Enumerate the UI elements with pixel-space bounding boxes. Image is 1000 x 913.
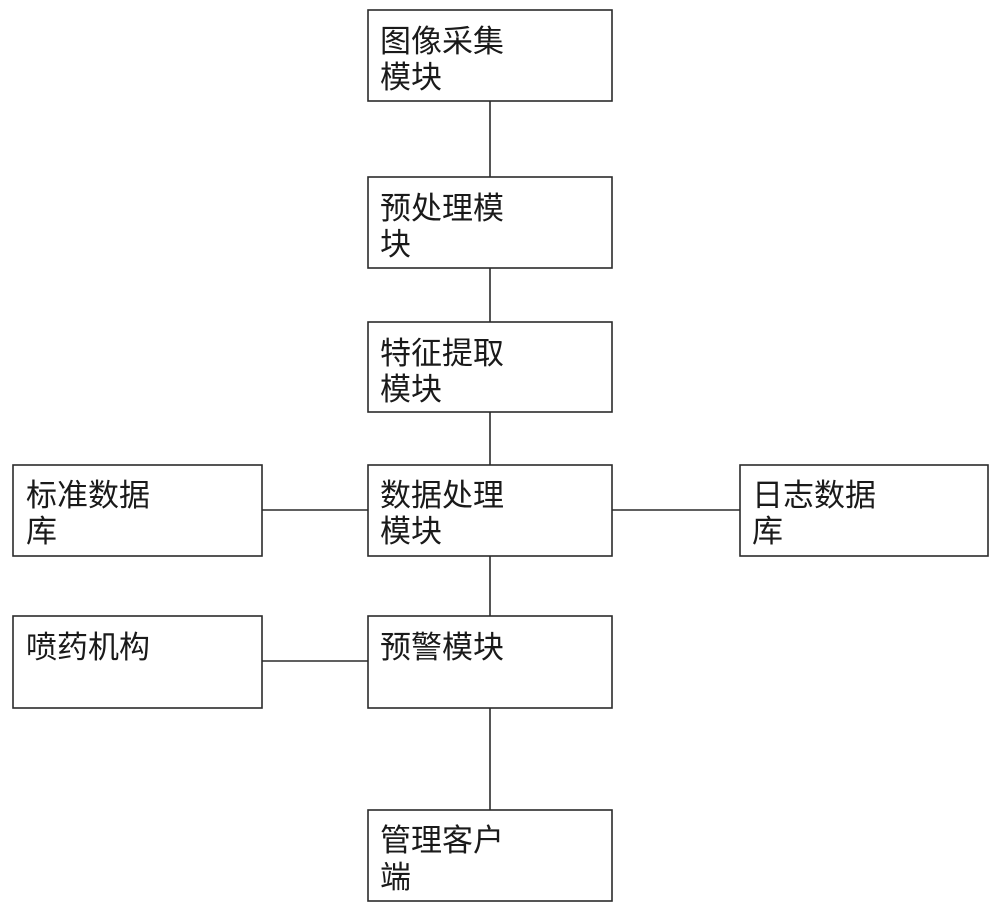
node-label: 标准数据	[26, 478, 150, 514]
node-preprocess: 预处理模 块	[367, 176, 613, 269]
node-label: 模块	[380, 60, 442, 96]
node-image-capture: 图像采集 模块	[367, 9, 613, 102]
node-label: 特征提取	[380, 336, 504, 372]
node-log-db: 日志数据 库	[739, 464, 989, 557]
node-label: 块	[380, 227, 411, 263]
node-label: 日志数据	[752, 478, 876, 514]
node-label: 库	[26, 514, 57, 550]
node-standard-db: 标准数据 库	[12, 464, 263, 557]
node-label: 模块	[380, 372, 442, 408]
connectors	[262, 101, 740, 810]
node-label: 端	[380, 860, 411, 896]
node-label: 库	[752, 514, 783, 550]
node-label: 图像采集	[380, 24, 504, 60]
node-label: 数据处理	[380, 478, 504, 514]
node-label: 预警模块	[380, 630, 504, 666]
node-feature-extract: 特征提取 模块	[367, 321, 613, 413]
node-label: 管理客户	[380, 823, 504, 859]
node-spray: 喷药机构	[12, 615, 263, 709]
node-warning: 预警模块	[367, 615, 613, 709]
node-label: 喷药机构	[26, 630, 150, 666]
node-client: 管理客户 端	[367, 809, 613, 902]
node-label: 模块	[380, 514, 442, 550]
node-data-process: 数据处理 模块	[367, 464, 613, 557]
node-label: 预处理模	[380, 191, 504, 227]
